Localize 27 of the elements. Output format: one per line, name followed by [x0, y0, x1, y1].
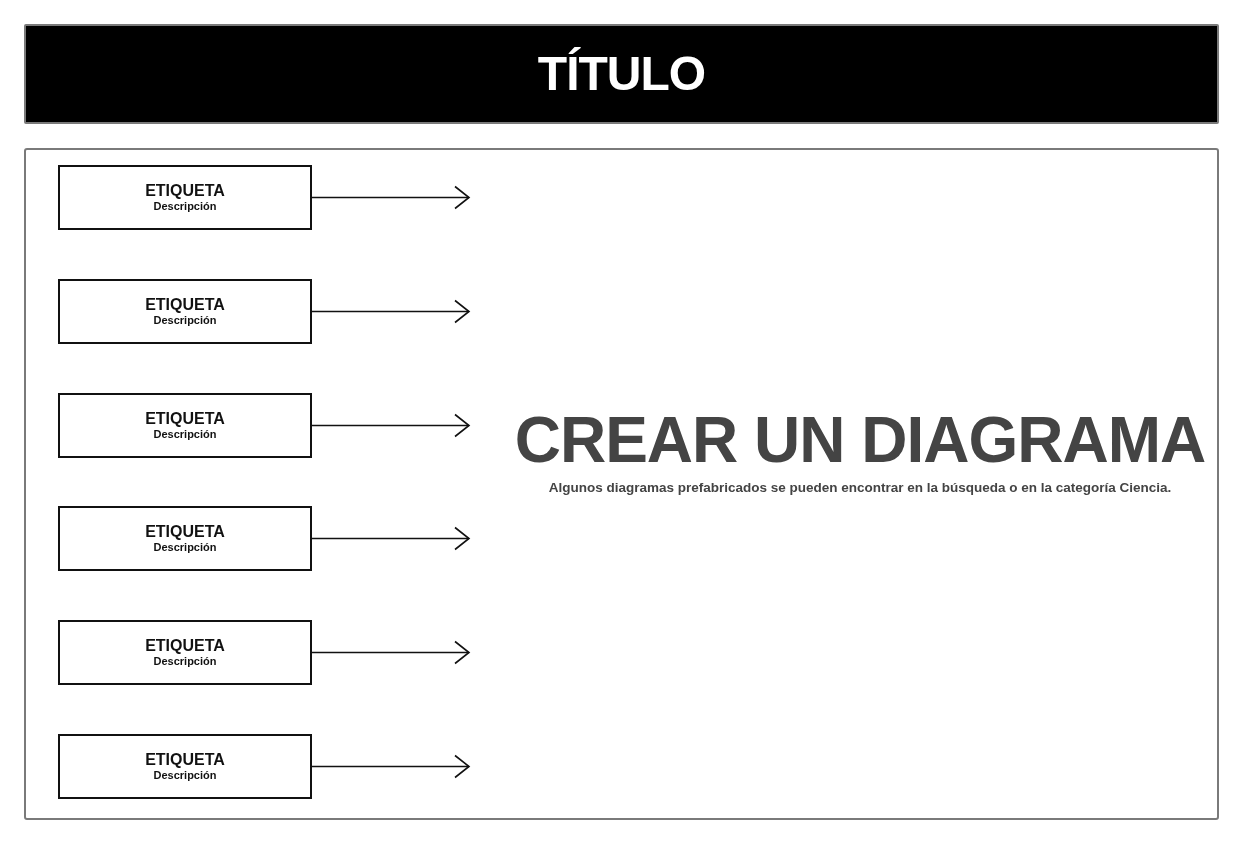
- arrow: [311, 413, 470, 438]
- label-description: Descripción: [153, 427, 217, 440]
- label-title: ETIQUETA: [145, 524, 225, 541]
- label-box: [58, 165, 312, 230]
- arrow: [311, 185, 470, 210]
- diagram-subheading: Algunos diagramas prefabricados se pueden encontrar en la búsqueda o en la categoría Ciencia.: [548, 480, 1172, 497]
- arrow: [311, 299, 470, 324]
- label-description: Descripción: [153, 540, 217, 553]
- label-box: [58, 620, 312, 685]
- label-description: Descripción: [153, 199, 217, 212]
- diagram-panel: [24, 148, 1219, 820]
- diagram-heading: CREAR UN DIAGRAMA: [514, 408, 1206, 472]
- label-box: [58, 506, 312, 571]
- arrow: [311, 526, 470, 551]
- arrow: [311, 640, 470, 665]
- arrow: [311, 754, 470, 779]
- label-title: ETIQUETA: [145, 752, 225, 769]
- label-box: [58, 393, 312, 458]
- label-title: ETIQUETA: [145, 183, 225, 200]
- label-title: ETIQUETA: [145, 297, 225, 314]
- label-title: ETIQUETA: [145, 638, 225, 655]
- label-box: [58, 734, 312, 799]
- label-description: Descripción: [153, 768, 217, 781]
- label-box: [58, 279, 312, 344]
- label-description: Descripción: [153, 654, 217, 667]
- label-description: Descripción: [153, 313, 217, 326]
- label-title: ETIQUETA: [145, 411, 225, 428]
